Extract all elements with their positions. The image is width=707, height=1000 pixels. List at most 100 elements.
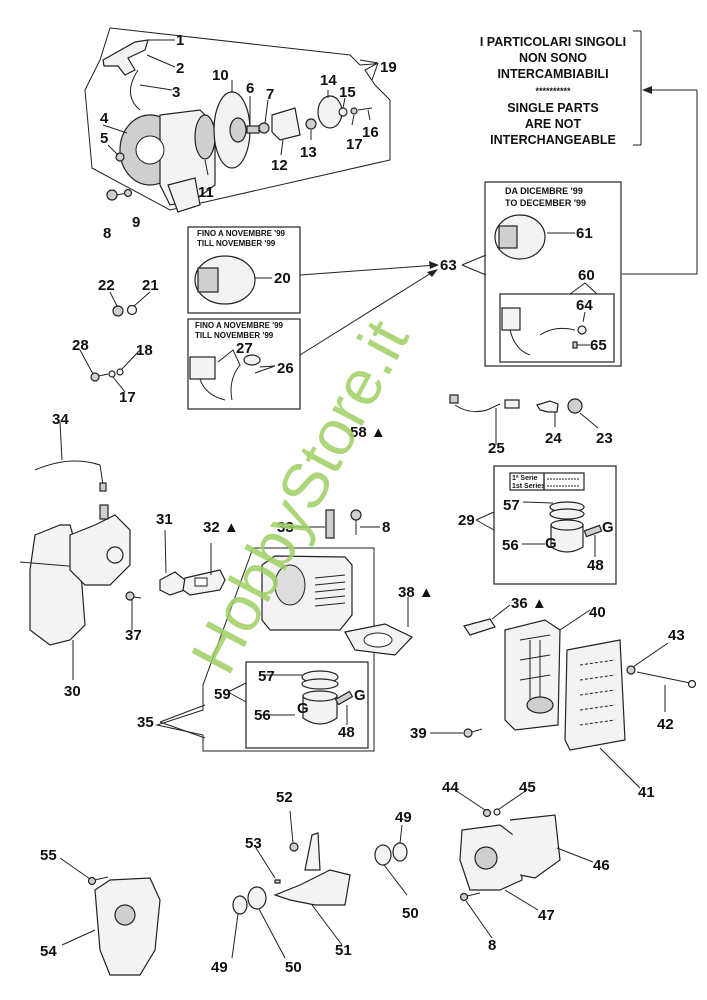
screw-8-case bbox=[459, 892, 469, 902]
g-mark: G bbox=[297, 700, 309, 717]
flywheel-new-magnet bbox=[498, 225, 518, 249]
callout-34: 34 bbox=[52, 411, 69, 428]
muffler-40 bbox=[504, 619, 561, 731]
screw-8-head bbox=[106, 189, 118, 201]
screw-28 bbox=[90, 372, 100, 382]
callout-8b: 8 bbox=[382, 519, 390, 536]
g-mark: G bbox=[602, 519, 614, 536]
box-frame bbox=[493, 465, 617, 585]
callout-17b: 17 bbox=[119, 389, 136, 406]
nut-22 bbox=[112, 305, 124, 317]
box-first-series-piston: 1ª Serie 1st Series bbox=[475, 465, 617, 585]
callout-59: 59 bbox=[214, 686, 231, 703]
pulley-spring bbox=[246, 125, 260, 134]
box-until-november-flywheel: FINO A NOVEMBRE '99 TILL NOVEMBER '99 bbox=[187, 226, 301, 314]
notice-en-line-3: INTERCHANGEABLE bbox=[490, 133, 616, 147]
callout-25: 25 bbox=[488, 440, 505, 457]
callout-24: 24 bbox=[545, 430, 562, 447]
washer-15 bbox=[338, 107, 348, 117]
callout-30: 30 bbox=[64, 683, 81, 700]
notice-bracket bbox=[633, 30, 642, 146]
g-mark: G bbox=[545, 535, 557, 552]
callout-8c: 8 bbox=[488, 937, 496, 954]
bracket-63 bbox=[461, 254, 487, 276]
callout-56: 56 bbox=[254, 707, 271, 724]
connector-20-to-63 bbox=[299, 264, 438, 276]
box-caption-it: FINO A NOVEMBRE '99 bbox=[195, 321, 284, 330]
arrow-head-icon bbox=[642, 86, 652, 94]
starter-housing-center bbox=[135, 135, 165, 165]
box-caption-en: TILL NOVEMBER '99 bbox=[197, 239, 276, 248]
clip-25 bbox=[449, 394, 459, 404]
washer-18 bbox=[116, 368, 124, 376]
hv-lead bbox=[230, 364, 241, 401]
box-from-december: DA DICEMBRE '99 TO DECEMBER '99 bbox=[484, 181, 622, 367]
notice-it-line-1: I PARTICOLARI SINGOLI bbox=[480, 35, 626, 49]
callout-31: 31 bbox=[156, 511, 173, 528]
fuel-line-34 bbox=[34, 460, 104, 486]
nut-44 bbox=[482, 808, 492, 818]
callout-27: 27 bbox=[236, 340, 253, 357]
muffler-cover-41 bbox=[564, 639, 626, 751]
callout-1: 1 bbox=[176, 32, 184, 49]
carb-adjust-screw bbox=[99, 504, 109, 520]
starter-group-outline bbox=[84, 27, 391, 211]
callout-10: 10 bbox=[212, 67, 229, 84]
callout-5: 5 bbox=[100, 130, 108, 147]
callout-14: 14 bbox=[320, 72, 337, 89]
callout-47: 47 bbox=[538, 907, 555, 924]
bearing-50 bbox=[247, 886, 267, 910]
box-caption-it: 1ª Serie bbox=[512, 475, 538, 482]
washer-21 bbox=[126, 304, 138, 316]
washer-45 bbox=[493, 808, 501, 816]
callout-labels: 1 2 3 4 5 6 7 8 9 10 11 12 13 14 15 16 1… bbox=[40, 32, 685, 976]
piston-56 bbox=[302, 695, 338, 725]
callout-28: 28 bbox=[72, 337, 89, 354]
crankshaft-51 bbox=[273, 869, 351, 906]
notice-connector-line bbox=[622, 89, 698, 275]
callout-38: 38 ▲ bbox=[398, 584, 434, 601]
notice-en-line-2: ARE NOT bbox=[525, 117, 582, 131]
g-mark: G bbox=[354, 687, 366, 704]
spark-plug-cap-new bbox=[577, 325, 587, 335]
fuel-line-fitting bbox=[99, 482, 107, 492]
crankcase-gasket-46 bbox=[509, 814, 561, 879]
callout-57b: 57 bbox=[503, 497, 520, 514]
callout-48b: 48 bbox=[587, 557, 604, 574]
piston-pin-48 bbox=[334, 690, 354, 706]
piston-pin-48b bbox=[583, 524, 603, 538]
callout-17: 17 bbox=[346, 136, 363, 153]
callout-13: 13 bbox=[300, 144, 317, 161]
callout-18: 18 bbox=[136, 342, 153, 359]
oil-seal-49 bbox=[232, 895, 248, 915]
switch-24 bbox=[536, 400, 559, 413]
flywheel-old-magnet bbox=[197, 267, 219, 293]
callout-49: 49 bbox=[211, 959, 228, 976]
callout-36: 36 ▲ bbox=[511, 595, 547, 612]
nut-43 bbox=[626, 665, 636, 675]
callout-41: 41 bbox=[638, 784, 655, 801]
bracket-29 bbox=[475, 511, 495, 531]
box-frame bbox=[484, 181, 622, 367]
notice-separator: ********** bbox=[535, 86, 571, 96]
cylinder-group-35 bbox=[155, 547, 375, 752]
callout-63: 63 bbox=[440, 257, 457, 274]
callout-2: 2 bbox=[176, 60, 184, 77]
box-caption-en: 1st Series bbox=[512, 483, 545, 490]
callout-60: 60 bbox=[578, 267, 595, 284]
box-caption-it: DA DICEMBRE '99 bbox=[505, 186, 583, 196]
bracket-59 bbox=[227, 682, 247, 703]
carburetor-airbox-30 bbox=[19, 504, 131, 680]
callout-32: 32 ▲ bbox=[203, 519, 239, 536]
spark-plug-cap bbox=[243, 354, 261, 366]
bearing-50b bbox=[374, 844, 392, 866]
callout-42: 42 bbox=[657, 716, 674, 733]
box-caption-en: TILL NOVEMBER '99 bbox=[195, 331, 274, 340]
starter-housing-foot bbox=[167, 177, 201, 213]
washer-9 bbox=[123, 188, 133, 198]
callout-52: 52 bbox=[276, 789, 293, 806]
callout-39: 39 bbox=[410, 725, 427, 742]
wire-25 bbox=[454, 403, 501, 413]
callout-57: 57 bbox=[258, 668, 275, 685]
